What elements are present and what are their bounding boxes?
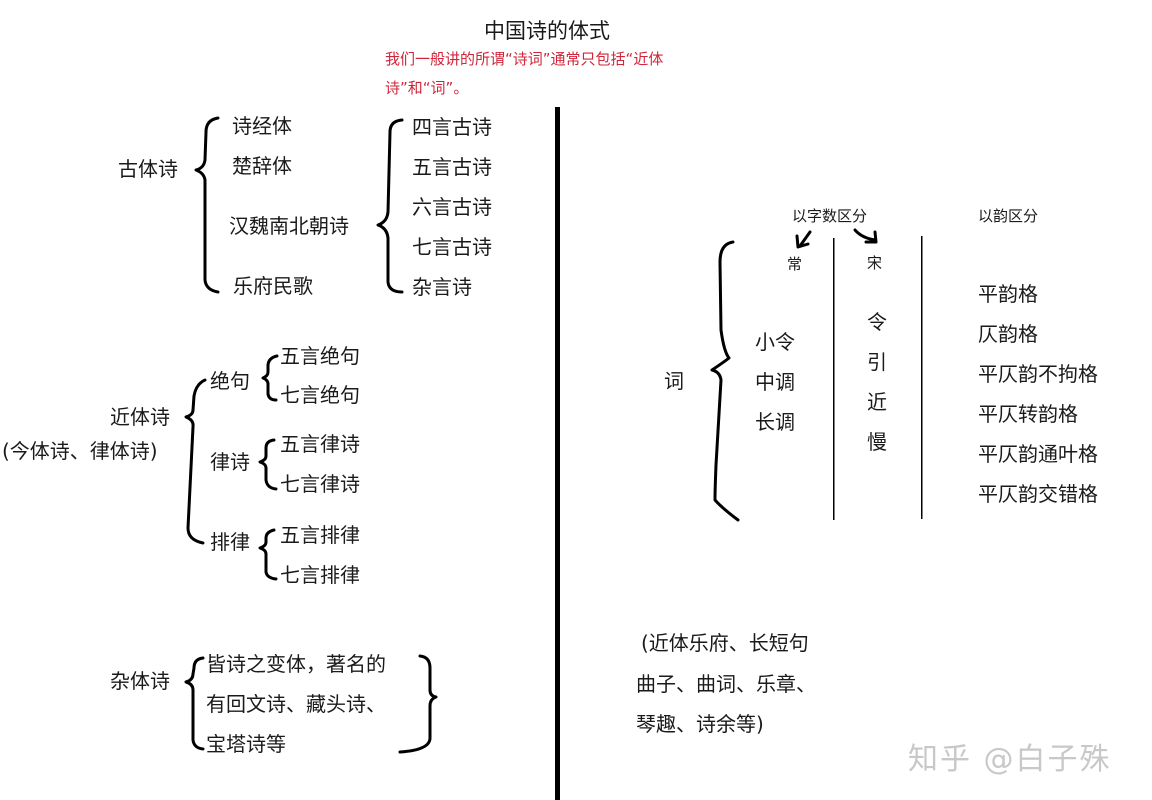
ci-chang-item-zhongdiao: 中调 (755, 370, 795, 394)
jueju-item-7: 七言绝句 (280, 383, 360, 407)
ci-song-item-man: 慢 (867, 430, 887, 454)
hanwei-item-7: 七言古诗 (412, 235, 492, 259)
ci-song-item-yin: 引 (867, 350, 887, 374)
ci-chang-label: 常 (787, 255, 803, 273)
note-line-1: 我们一般讲的所谓“诗词”通常只包括“近体 (385, 50, 664, 68)
ci-chang-item-xiaoling: 小令 (755, 330, 795, 354)
arrow-song (853, 228, 878, 244)
zatishi-line-1: 皆诗之变体，著名的 (206, 652, 386, 676)
ci-alias-line-1: (近体乐府、长短句 (641, 631, 809, 655)
lvshi-item-5: 五言律诗 (280, 432, 360, 456)
hanwei-item-za: 杂言诗 (412, 275, 472, 299)
gutishi-label: 古体诗 (118, 157, 178, 181)
brace-ci (710, 240, 740, 522)
ci-rhyme-item-5: 平仄韵通叶格 (978, 442, 1098, 466)
ci-alias-line-2: 曲子、曲词、乐章、 (636, 672, 816, 696)
jintishi-label: 近体诗 (110, 405, 170, 429)
brace-hanwei (376, 118, 404, 294)
brace-jintishi (184, 378, 207, 545)
brace-gutishi (194, 116, 220, 294)
ci-rhyme-item-1: 平韵格 (978, 282, 1038, 306)
ci-rhyme-item-3: 平仄韵不拘格 (978, 362, 1098, 386)
ci-divider-1 (833, 238, 835, 520)
page-title: 中国诗的体式 (484, 19, 610, 43)
gutishi-item-yuefu: 乐府民歌 (233, 274, 313, 298)
gutishi-item-shijing: 诗经体 (232, 114, 292, 138)
ci-rhyme-item-4: 平仄转韵格 (978, 402, 1078, 426)
pailv-item-7: 七言排律 (280, 563, 360, 587)
zatishi-label: 杂体诗 (110, 669, 170, 693)
ci-rhyme-item-6: 平仄韵交错格 (978, 482, 1098, 506)
lvshi-item-7: 七言律诗 (280, 472, 360, 496)
zatishi-line-2: 有回文诗、藏头诗、 (206, 692, 386, 716)
arrow-chang (795, 230, 812, 249)
gutishi-item-hanwei: 汉魏南北朝诗 (229, 214, 349, 238)
group-jueju-label: 绝句 (210, 369, 250, 393)
ci-divider-2 (921, 236, 923, 519)
group-pailv-label: 排律 (210, 530, 250, 554)
brace-zatishi-right (398, 654, 438, 754)
ci-chang-item-changdiao: 长调 (755, 410, 795, 434)
hanwei-item-6: 六言古诗 (412, 195, 492, 219)
brace-zatishi-left (184, 656, 205, 751)
watermark: 知乎 @白子殊 (908, 742, 1112, 777)
ci-song-label: 宋 (867, 254, 883, 272)
ci-alias-line-3: 琴趣、诗余等) (636, 712, 764, 736)
jueju-item-5: 五言绝句 (280, 344, 360, 368)
note-line-2: 诗”和“词”。 (385, 79, 469, 97)
brace-lvshi (258, 438, 278, 491)
ci-song-item-ling: 令 (867, 310, 887, 334)
hanwei-item-5: 五言古诗 (412, 155, 492, 179)
brace-pailv (258, 528, 278, 581)
brace-jueju (261, 354, 279, 402)
pailv-item-5: 五言排律 (280, 523, 360, 547)
ci-song-item-jin: 近 (867, 390, 887, 414)
center-divider (555, 107, 560, 800)
ci-header-word-count: 以字数区分 (792, 207, 868, 225)
ci-header-rhyme: 以韵区分 (978, 207, 1039, 225)
ci-label: 词 (664, 369, 684, 393)
jintishi-alias: (今体诗、律体诗) (2, 439, 158, 463)
gutishi-item-chuci: 楚辞体 (232, 154, 292, 178)
group-lvshi-label: 律诗 (210, 450, 250, 474)
ci-rhyme-item-2: 仄韵格 (978, 322, 1038, 346)
hanwei-item-4: 四言古诗 (412, 115, 492, 139)
zatishi-line-3: 宝塔诗等 (206, 732, 286, 756)
